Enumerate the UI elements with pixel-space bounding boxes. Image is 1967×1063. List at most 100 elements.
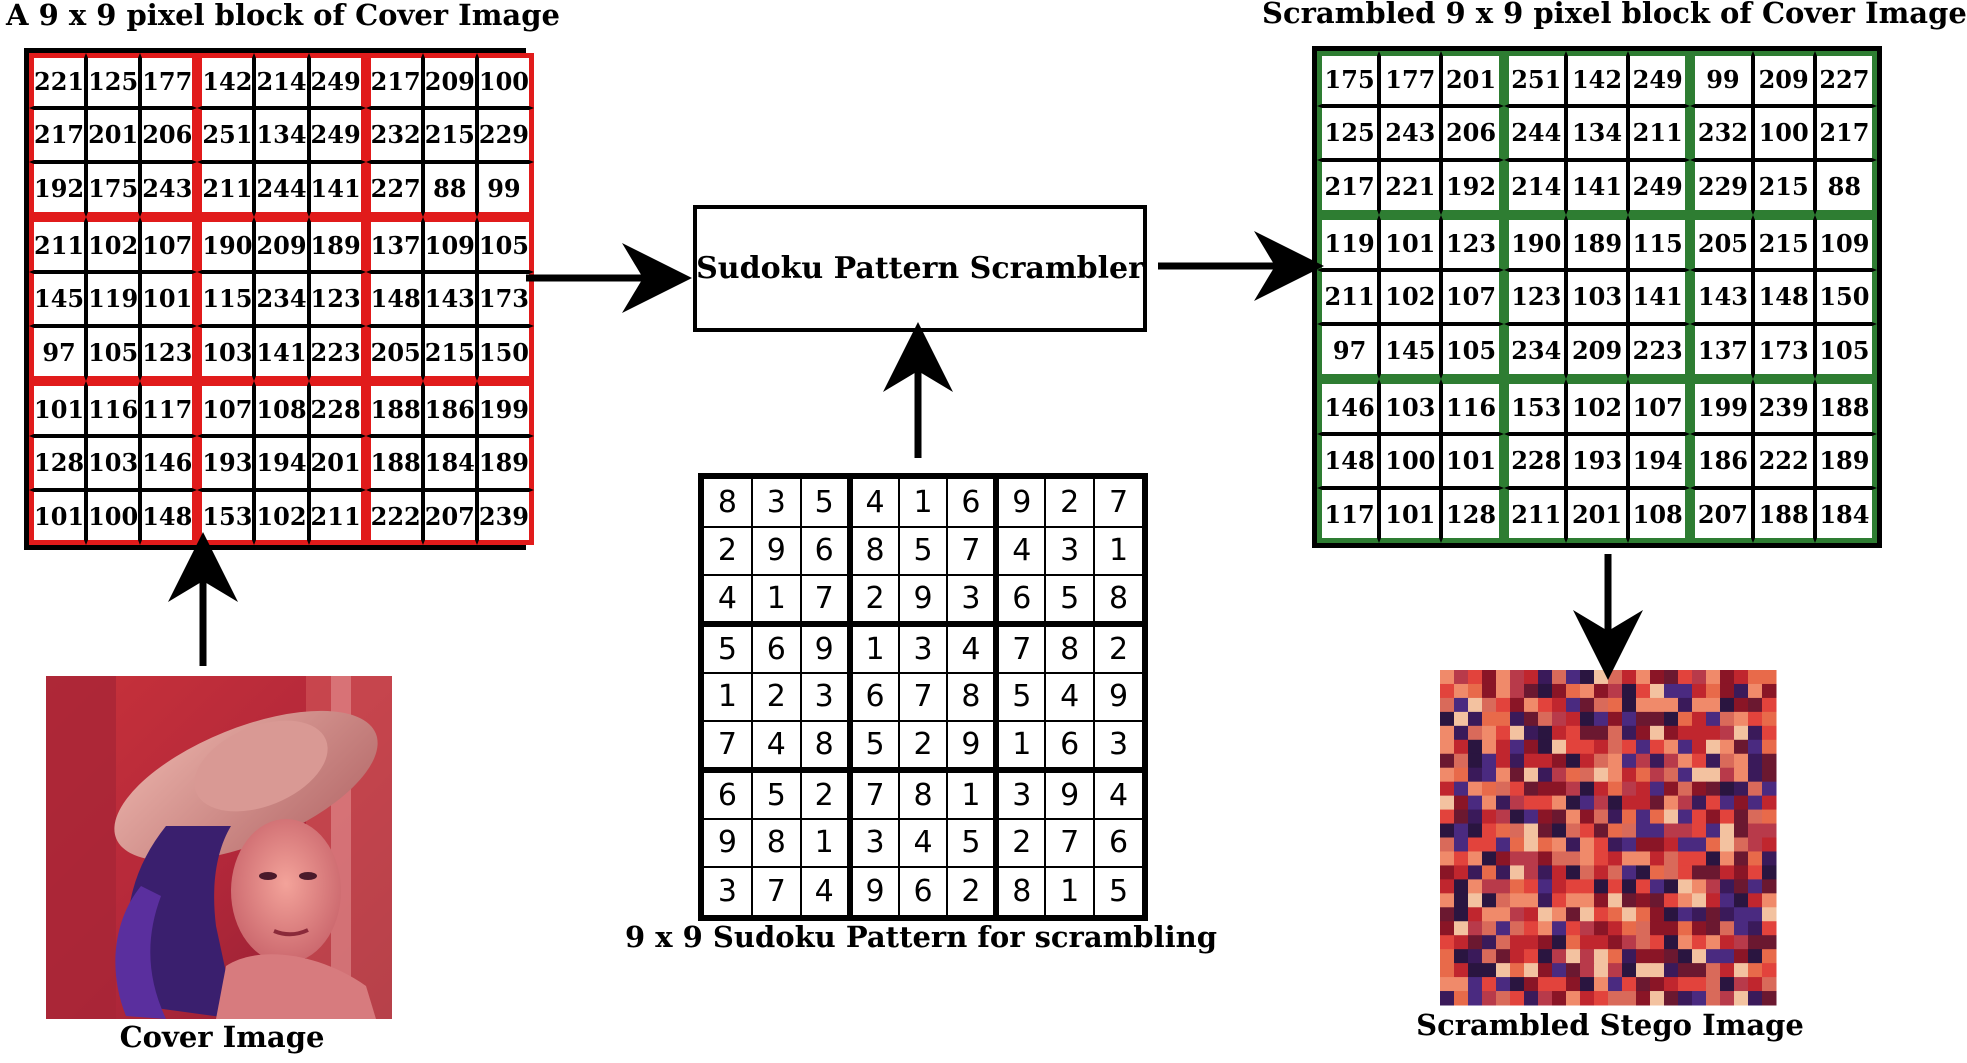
stego-mosaic-tile [1482,767,1497,783]
stego-mosaic-tile [1566,683,1581,699]
stego-mosaic-tile [1594,837,1609,852]
stego-mosaic-tile [1468,753,1483,769]
cover-pixel-cell: 227 [365,162,423,217]
stego-mosaic-tile [1748,865,1763,880]
scrambled-pixel-cell: 100 [1752,105,1815,161]
scrambled-pixel-cell: 107 [1628,379,1691,434]
scrambled-pixel-cell: 184 [1814,488,1877,543]
stego-mosaic-tile [1720,711,1735,727]
stego-mosaic-tile [1734,809,1749,825]
stego-mosaic-tile [1552,893,1567,908]
scrambled-pixel-cell: 141 [1565,160,1629,215]
stego-mosaic-tile [1594,935,1609,950]
stego-mosaic-tile [1580,781,1595,797]
stego-mosaic-tile [1510,809,1525,825]
stego-mosaic-tile [1510,879,1525,894]
stego-mosaic-tile [1720,809,1735,825]
stego-mosaic-tile [1440,977,1455,992]
stego-mosaic-tile [1608,697,1623,713]
stego-mosaic-tile [1678,670,1693,685]
stego-mosaic-tile [1692,683,1707,699]
stego-mosaic-tile [1594,781,1609,797]
scrambled-pixel-cell: 215 [1752,215,1815,270]
scrambled-pixel-cell: 134 [1565,105,1629,161]
stego-mosaic-tile [1650,809,1665,825]
sudoku-cell: 8 [751,818,801,868]
sudoku-cell: 4 [898,818,948,868]
scrambled-pixel-cell: 211 [1503,488,1566,543]
cover-pixel-cell: 239 [476,490,534,545]
stego-mosaic-tile [1734,683,1749,699]
cover-pixel-cell: 100 [476,53,534,108]
stego-mosaic-tile [1440,963,1455,978]
stego-mosaic-tile [1608,711,1623,727]
stego-mosaic-tile [1580,837,1595,852]
stego-mosaic-tile [1552,921,1567,936]
stego-mosaic-tile [1748,963,1763,978]
stego-mosaic-tile [1650,837,1665,852]
stego-mosaic-tile [1706,781,1721,797]
scrambled-pixel-cell: 145 [1379,324,1442,379]
stego-mosaic-tile [1524,711,1539,727]
stego-mosaic-tile [1524,725,1539,741]
stego-mosaic-tile [1664,795,1679,811]
stego-mosaic-tile [1496,781,1511,797]
sudoku-cell: 1 [800,818,850,868]
stego-mosaic-tile [1762,893,1777,908]
stego-mosaic-tile [1552,753,1567,769]
stego-mosaic-tile [1748,991,1763,1006]
cover-pixel-cell: 105 [476,217,534,272]
stego-mosaic-tile [1552,851,1567,866]
stego-mosaic-tile [1538,949,1553,964]
stego-mosaic-tile [1524,879,1539,894]
stego-mosaic-tile [1734,795,1749,811]
stego-mosaic-tile [1636,809,1651,825]
stego-mosaic-tile [1678,991,1693,1006]
sudoku-cell: 1 [947,770,997,819]
stego-mosaic-tile [1454,991,1469,1006]
sudoku-cell: 6 [996,575,1046,624]
stego-mosaic-tile [1692,977,1707,992]
stego-mosaic-tile [1762,977,1777,992]
stego-mosaic-tile [1678,893,1693,908]
sudoku-cell: 8 [996,867,1046,916]
stego-mosaic-tile [1720,851,1735,866]
stego-mosaic-tile [1622,949,1637,964]
cover-pixel-cell: 184 [422,435,477,491]
stego-mosaic-tile [1538,823,1553,838]
stego-mosaic-tile [1566,851,1581,866]
stego-mosaic-tile [1748,767,1763,783]
cover-pixel-cell: 209 [254,217,309,272]
stego-mosaic-tile [1440,725,1455,741]
stego-mosaic-tile [1706,739,1721,755]
sudoku-cell: 4 [849,478,899,527]
scrambled-pixel-cell: 217 [1317,160,1380,215]
stego-mosaic-tile [1496,823,1511,838]
sudoku-cell: 6 [751,624,801,673]
stego-mosaic-tile [1608,907,1623,922]
stego-mosaic-tile [1762,865,1777,880]
scrambled-pixel-cell: 205 [1690,215,1753,270]
sudoku-cell: 5 [947,818,997,868]
stego-mosaic-tile [1608,935,1623,950]
stego-mosaic-tile [1552,711,1567,727]
stego-mosaic-tile [1538,725,1553,741]
stego-mosaic-tile [1650,739,1665,755]
stego-mosaic-tile [1664,977,1679,992]
cover-pixel-cell: 97 [29,326,87,381]
sudoku-cell: 9 [800,624,850,673]
stego-mosaic-tile [1734,977,1749,992]
stego-mosaic-tile [1692,851,1707,866]
stego-mosaic-tile [1706,767,1721,783]
sudoku-cell: 3 [1094,721,1143,770]
stego-mosaic-tile [1734,670,1749,685]
stego-mosaic-tile [1594,697,1609,713]
scrambled-pixel-cell: 97 [1317,324,1380,379]
stego-mosaic-tile [1440,949,1455,964]
stego-mosaic-tile [1552,837,1567,852]
cover-pixel-cell: 175 [86,162,141,217]
stego-mosaic-tile [1748,949,1763,964]
cover-pixel-cell: 211 [308,490,366,545]
stego-mosaic-tile [1566,809,1581,825]
scrambled-pixel-cell: 150 [1814,269,1877,325]
